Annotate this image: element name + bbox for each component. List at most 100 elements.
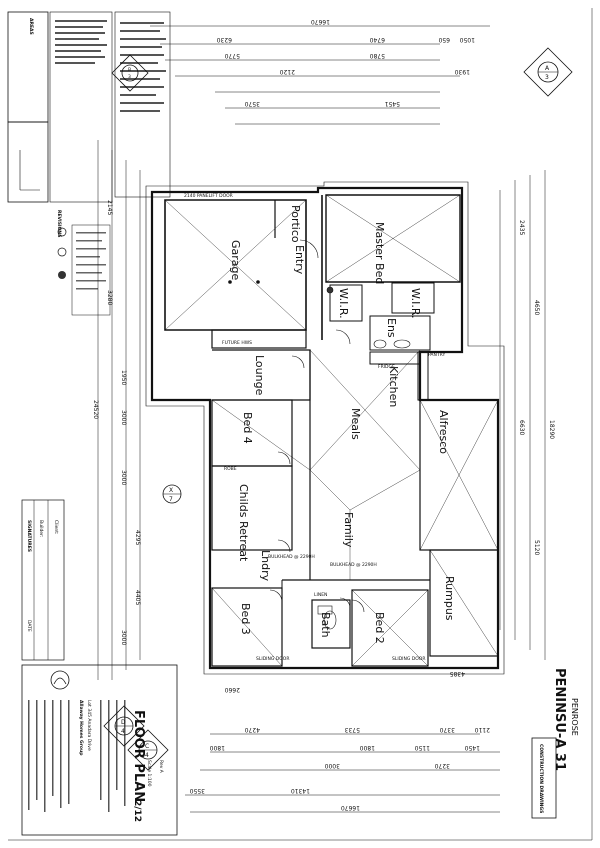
dim-bottom-overall: 16670 (341, 804, 360, 811)
dim-top-overall: 16670 (311, 18, 330, 25)
note-bulkhead-2: BULKHEAD @ 2290H (330, 562, 377, 568)
dim-bottom-8: 2660 (225, 686, 240, 693)
section-marker-a: A 3 (523, 47, 573, 97)
dim-right-overall: 18290 (548, 420, 555, 439)
date-label: DATE (26, 620, 32, 632)
svg-text:3: 3 (545, 74, 549, 81)
site-address: Lot 345 Anadara Drive (86, 700, 92, 751)
room-wir-left: W.I.R. (337, 288, 350, 319)
svg-text:C: C (145, 743, 149, 750)
note-pantry: PANTRY (428, 352, 445, 358)
dim-bottom-1: 4270 (245, 726, 260, 733)
dim-left-5: 3000 (120, 470, 127, 485)
door-swings (269, 239, 365, 613)
construction-stamp: CONSTRUCTION DRAWINGS (531, 737, 557, 819)
room-wir-right: W.I.R. (409, 288, 422, 319)
areas-header: AREAS (28, 18, 34, 35)
model-title: PENINSU-A 31 (552, 668, 567, 771)
svg-text:4: 4 (145, 752, 149, 759)
svg-text:4: 4 (121, 728, 125, 735)
dim-bottom-inner: 14310 (291, 787, 310, 794)
dim-left-overall: 24520 (92, 400, 99, 419)
room-garage: Garage (229, 240, 242, 281)
dim-right-1: 4650 (533, 300, 540, 315)
svg-text:B: B (128, 67, 131, 73)
client-label: Client: (53, 520, 59, 535)
dim-bottom-3: 3370 (440, 726, 455, 733)
dim-top-9: 5451 (385, 100, 400, 107)
room-kitchen: Kitchen (387, 366, 400, 407)
dim-right-2: 5120 (533, 540, 540, 555)
svg-text:D: D (121, 719, 126, 726)
room-bed3: Bed 3 (239, 603, 252, 635)
section-marker-x: X 7 (162, 484, 182, 504)
room-lndry: Lndry (259, 550, 272, 582)
dim-bottom-5: 3000 (325, 762, 340, 769)
sheet-number: 2/12 (132, 800, 142, 822)
note-garage-door: 2140 PANELIFT DOOR (184, 193, 233, 199)
section-marker-c: C 4 (127, 729, 169, 771)
svg-text:X: X (169, 487, 173, 494)
company-name: Allaway Homes Group (78, 700, 84, 756)
note-linen: LINEN (314, 592, 327, 598)
scale-note: Scale 1:100 (146, 760, 152, 787)
dim-bottom-11: 3270 (435, 762, 450, 769)
signatures-block: SIGNATURES Builder: Client: DATE (21, 499, 65, 661)
dim-top-5: 5770 (225, 52, 240, 59)
revisions-header: REVISIONS (56, 210, 62, 237)
room-ens: Ens (385, 318, 398, 338)
roof-lines (211, 349, 499, 667)
building-walls (145, 181, 505, 675)
room-lounge: Lounge (253, 355, 266, 396)
room-bath: Bath (319, 612, 332, 638)
svg-text:3: 3 (128, 74, 131, 80)
dim-top-2: 6740 (370, 36, 385, 43)
left-notes-strip: AREAS REVISIONS (7, 11, 171, 316)
dim-left-6: 4295 (134, 530, 141, 545)
dim-bottom-6: 1800 (360, 744, 375, 751)
section-marker-b: B 3 (111, 54, 149, 92)
dim-bottom-4: 1800 (210, 744, 225, 751)
dim-bottom-2: 5733 (345, 726, 360, 733)
dim-top-6: 5780 (370, 52, 385, 59)
dim-right-3: 6630 (518, 420, 525, 435)
note-robe: ROBE (224, 466, 237, 472)
room-entry: Entry (293, 245, 306, 275)
dim-bottom-13: 2110 (475, 726, 490, 733)
svg-text:7: 7 (169, 496, 173, 503)
dim-left-4: 3000 (120, 410, 127, 425)
dim-top-3: 650 (438, 36, 450, 43)
dim-bottom-9: 4385 (450, 670, 465, 677)
dim-left-7: 4405 (134, 590, 141, 605)
dim-left-3: 1950 (120, 370, 127, 385)
svg-text:CONSTRUCTION DRAWINGS: CONSTRUCTION DRAWINGS (538, 744, 544, 813)
room-bed4: Bed 4 (241, 412, 254, 444)
title-block: Allaway Homes Group Lot 345 Anadara Driv… (21, 664, 178, 836)
dimension-lines (97, 25, 546, 813)
dim-bottom-12: 1450 (465, 744, 480, 751)
dim-top-8: 2120 (280, 68, 295, 75)
room-alfresco: Alfresco (437, 410, 450, 454)
room-bed2: Bed 2 (373, 612, 386, 644)
dim-bottom-10: 3550 (190, 787, 205, 794)
fixtures (228, 280, 411, 630)
section-marker-d: D 4 (103, 705, 145, 747)
builder-label: Builder: (38, 520, 44, 537)
revision-note: Rev A (158, 760, 164, 774)
dim-top-1: 6230 (217, 36, 232, 43)
note-fridge: FRIDGE (378, 364, 395, 370)
dim-top-4: 1050 (460, 36, 475, 43)
frame-marks (8, 8, 593, 841)
note-future-hws: FUTURE HWS (222, 340, 252, 346)
room-family: Family (342, 512, 355, 548)
sheet-title: FLOOR PLAN (131, 710, 146, 802)
dim-top-7: 3570 (245, 100, 260, 107)
room-portico: Portico (289, 205, 302, 243)
dim-top-10: 1930 (455, 68, 470, 75)
room-master-bed: Master Bed (373, 222, 386, 284)
note-sliding-door-2: SLIDING DOOR (392, 656, 425, 662)
dim-left-1: 2145 (106, 200, 113, 215)
room-childs-retreat: Childs Retreat (237, 484, 250, 562)
svg-text:A: A (545, 65, 550, 72)
